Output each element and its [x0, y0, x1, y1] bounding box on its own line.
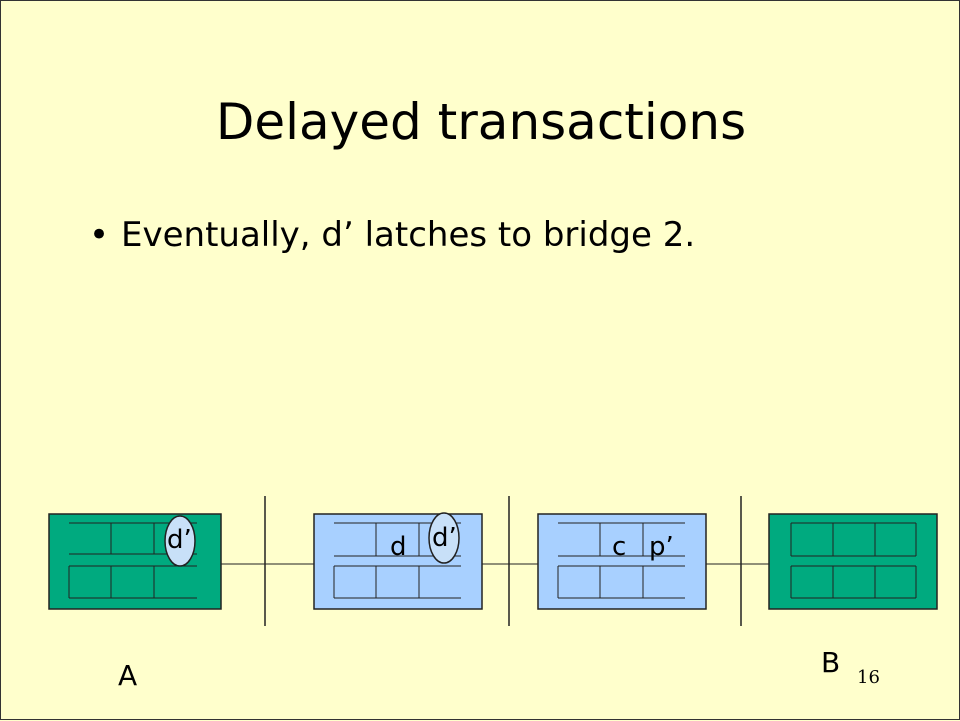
bullet-item: • Eventually, d’ latches to bridge 2. [89, 215, 695, 255]
token-d-prime-a [164, 515, 196, 567]
label-b: B [821, 646, 840, 679]
bridge-2 [537, 513, 707, 610]
bullet-list: • Eventually, d’ latches to bridge 2. [89, 215, 695, 255]
label-d-prime-a: d’ [167, 525, 192, 555]
label-p-prime: p’ [649, 532, 674, 562]
bullet-text: Eventually, d’ latches to bridge 2. [121, 215, 696, 255]
label-c: c [612, 532, 626, 562]
label-d-prime-bridge1: d’ [432, 523, 457, 553]
slide-title: Delayed transactions [215, 93, 747, 151]
token-d-prime-bridge1 [428, 512, 460, 564]
endpoint-b [768, 513, 938, 610]
page-number: 16 [857, 667, 880, 688]
endpoint-a [48, 513, 222, 610]
label-a: A [118, 659, 137, 692]
label-d: d [390, 532, 407, 562]
bullet-dot: • [89, 215, 110, 255]
